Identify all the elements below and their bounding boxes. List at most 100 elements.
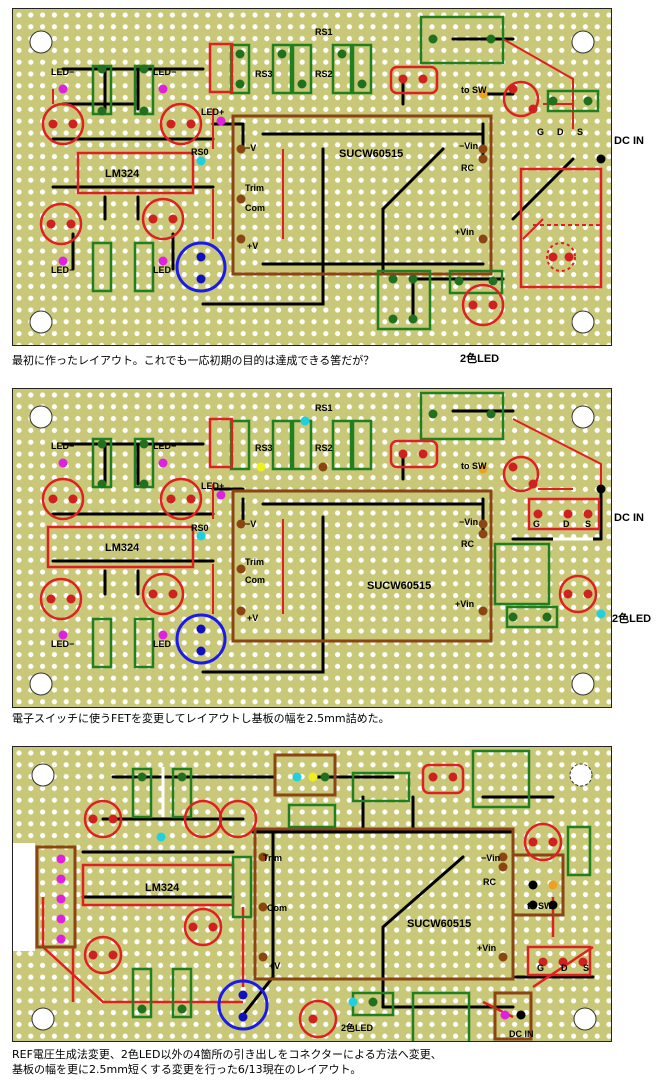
capacitor-outline <box>175 613 227 665</box>
label-led-ur: LED− <box>153 67 176 77</box>
red-traces <box>52 38 574 240</box>
label-lm324: LM324 <box>105 542 140 554</box>
board-diagram-1: RS1 RS3 RS2 LED− LED− LED+ RS0 LM324 SUC… <box>13 9 611 345</box>
mount-hole <box>29 405 53 429</box>
label-d: D <box>557 127 564 137</box>
mount-hole <box>31 1007 55 1031</box>
mount-hole <box>29 30 53 54</box>
pads <box>56 772 588 1024</box>
label-dc-in: DC IN <box>509 1029 534 1039</box>
label-lm324: LM324 <box>145 882 180 894</box>
layout-panel-2: RS1 RS3 RS2 LED− LED− LED+ RS0 LM324 SUC… <box>0 380 661 740</box>
label-rs3: RS3 <box>255 69 273 79</box>
pads <box>46 409 606 656</box>
label-led-ul: LED− <box>51 67 74 77</box>
label-g: G <box>537 963 544 973</box>
red-traces <box>212 418 602 614</box>
label-2led: 2色LED <box>341 1022 374 1033</box>
label-sucw: SUCW60515 <box>367 580 431 592</box>
black-traces <box>51 409 603 674</box>
label-com: Com <box>245 203 265 213</box>
label-rc: RC <box>461 539 474 549</box>
label-minus-vin: −Vin <box>481 853 500 863</box>
label-rs2: RS2 <box>315 443 333 453</box>
label-to-sw: to SW <box>461 461 487 471</box>
label-s: S <box>585 519 591 529</box>
label-minus-v: −V <box>245 519 256 529</box>
mount-hole <box>571 30 595 54</box>
label-d: D <box>563 519 570 529</box>
label-minus-v: −V <box>245 143 256 153</box>
label-2led: 2色LED <box>612 613 652 625</box>
dashed-circle <box>546 242 576 272</box>
label-rs1: RS1 <box>315 403 333 413</box>
mount-hole <box>573 1007 597 1031</box>
label-plus-v: +V <box>247 241 258 251</box>
red-parts <box>39 42 603 327</box>
label-led-ll: LED− <box>51 265 74 275</box>
label-com: Com <box>245 575 265 585</box>
sucw-outline <box>231 489 493 643</box>
label-rs2: RS2 <box>315 69 333 79</box>
sucw-outline <box>231 114 493 276</box>
pads <box>46 34 606 324</box>
label-minus-vin: −Vin <box>459 517 478 527</box>
connector-notch <box>13 843 35 951</box>
red-parts <box>83 763 592 1039</box>
label-rc: RC <box>483 877 496 887</box>
label-led-ur: LED− <box>153 441 176 451</box>
label-led-lr: LED <box>153 639 172 649</box>
label-led-ll: LED− <box>51 639 74 649</box>
label-plus-vin: +Vin <box>455 227 474 237</box>
label-led-plus: LED+ <box>201 481 224 491</box>
label-to-sw: to SW <box>461 85 487 95</box>
connector-outlines <box>35 753 565 1041</box>
stripboard-2: RS1 RS3 RS2 LED− LED− LED+ RS0 LM324 SUC… <box>12 388 612 708</box>
lm324-outline <box>76 151 195 195</box>
label-plus-v: +V <box>247 613 258 623</box>
capacitor-outline <box>175 241 227 293</box>
label-rc: RC <box>461 163 474 173</box>
board-diagram-3: LM324 SUCW60515 Trim Com +V −Vin RC +Vin… <box>13 747 611 1051</box>
label-rs0: RS0 <box>191 523 209 533</box>
label-rs0: RS0 <box>191 147 209 157</box>
mount-hole <box>29 310 53 334</box>
caption-2: 電子スイッチに使うFETを変更してレイアウトし基板の幅を2.5mm詰めた。 <box>12 712 390 725</box>
mount-hole <box>571 405 595 429</box>
stripboard-1: RS1 RS3 RS2 LED− LED− LED+ RS0 LM324 SUC… <box>12 8 612 346</box>
lm324-outline <box>46 525 195 569</box>
label-plus-vin: +Vin <box>477 943 496 953</box>
mount-hole <box>571 310 595 334</box>
label-dc-in: DC IN <box>614 135 644 147</box>
caption-1: 最初に作ったレイアウト。これでも一応初期の目的は達成できる筈だが？ <box>12 354 375 367</box>
caption-3-line2: 基板の幅を更に2.5mm短くする変更を行った6/13現在のレイアウト。 <box>12 1063 362 1076</box>
label-trim: Trim <box>245 557 264 567</box>
label-trim: Trim <box>263 853 282 863</box>
label-g: G <box>533 519 540 529</box>
label-led-ul: LED− <box>51 441 74 451</box>
label-plus-v: +V <box>269 961 280 971</box>
label-rs1: RS1 <box>315 27 333 37</box>
label-dc-in: DC IN <box>614 512 644 524</box>
label-com: Com <box>267 903 287 913</box>
label-d: D <box>561 963 568 973</box>
label-s: S <box>583 963 589 973</box>
label-trim: Trim <box>245 183 264 193</box>
label-minus-vin: −Vin <box>459 141 478 151</box>
mount-hole <box>29 672 53 696</box>
mount-hole <box>571 672 595 696</box>
mount-hole <box>569 763 593 787</box>
red-parts <box>39 417 601 621</box>
label-s: S <box>577 127 583 137</box>
label-plus-vin: +Vin <box>455 599 474 609</box>
mount-hole <box>31 763 55 787</box>
layout-panel-1: RS1 RS3 RS2 LED− LED− LED+ RS0 LM324 SUC… <box>0 0 661 380</box>
label-g: G <box>537 127 544 137</box>
label-to-sw: to SW <box>527 901 553 911</box>
caption-3-line1: REF電圧生成法変更、2色LED以外の4箇所の引き出しをコネクターによる方法へ変… <box>12 1048 442 1061</box>
label-lm324: LM324 <box>105 168 140 180</box>
label-sucw: SUCW60515 <box>407 918 471 930</box>
board-diagram-2: RS1 RS3 RS2 LED− LED− LED+ RS0 LM324 SUC… <box>13 389 611 707</box>
label-led-plus: LED+ <box>201 107 224 117</box>
capacitor-outline <box>217 979 269 1031</box>
